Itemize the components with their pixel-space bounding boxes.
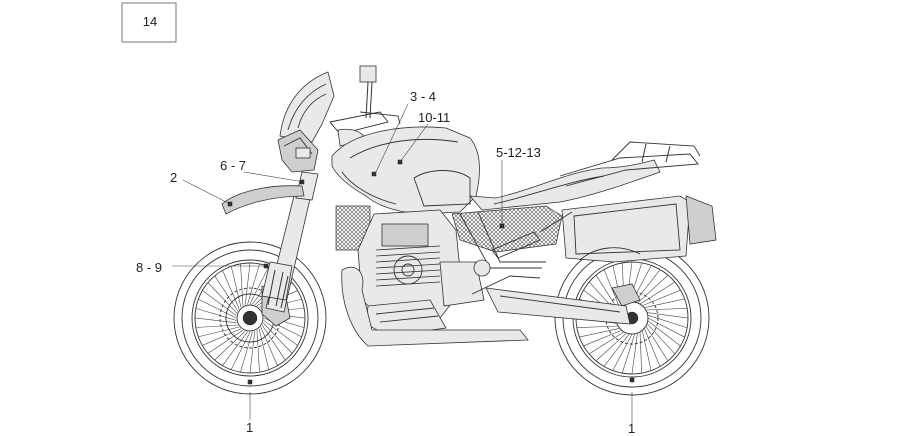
windscreen bbox=[277, 71, 335, 173]
front-fender bbox=[221, 185, 305, 215]
fuel-tank bbox=[331, 126, 480, 215]
front-wheel bbox=[173, 241, 327, 395]
callout-fork-top: 6 - 7 bbox=[220, 158, 246, 173]
callout-front-fender: 2 bbox=[170, 170, 177, 185]
front-fork bbox=[261, 171, 319, 313]
callout-rear-wheel: 1 bbox=[628, 421, 635, 436]
reference-box bbox=[121, 2, 177, 43]
rear-rack bbox=[559, 141, 701, 187]
handlebar bbox=[329, 111, 401, 147]
callout-fork-leg: 8 - 9 bbox=[136, 260, 162, 275]
callout-tank-upper: 3 - 4 bbox=[410, 89, 436, 104]
engine bbox=[357, 209, 485, 337]
leader-lines bbox=[172, 103, 635, 424]
mirror bbox=[359, 65, 377, 119]
callout-front-wheel: 1 bbox=[246, 420, 253, 435]
frame bbox=[459, 211, 631, 325]
rear-hugger bbox=[579, 247, 641, 261]
reference-box-label: 14 bbox=[143, 14, 157, 29]
callout-tank-lower: 10-11 bbox=[418, 110, 450, 125]
seat bbox=[469, 159, 661, 211]
exhaust-pipe bbox=[341, 266, 529, 347]
side-case bbox=[561, 195, 717, 263]
callout-side-panel: 5-12-13 bbox=[496, 145, 541, 160]
side-panel bbox=[451, 205, 563, 253]
